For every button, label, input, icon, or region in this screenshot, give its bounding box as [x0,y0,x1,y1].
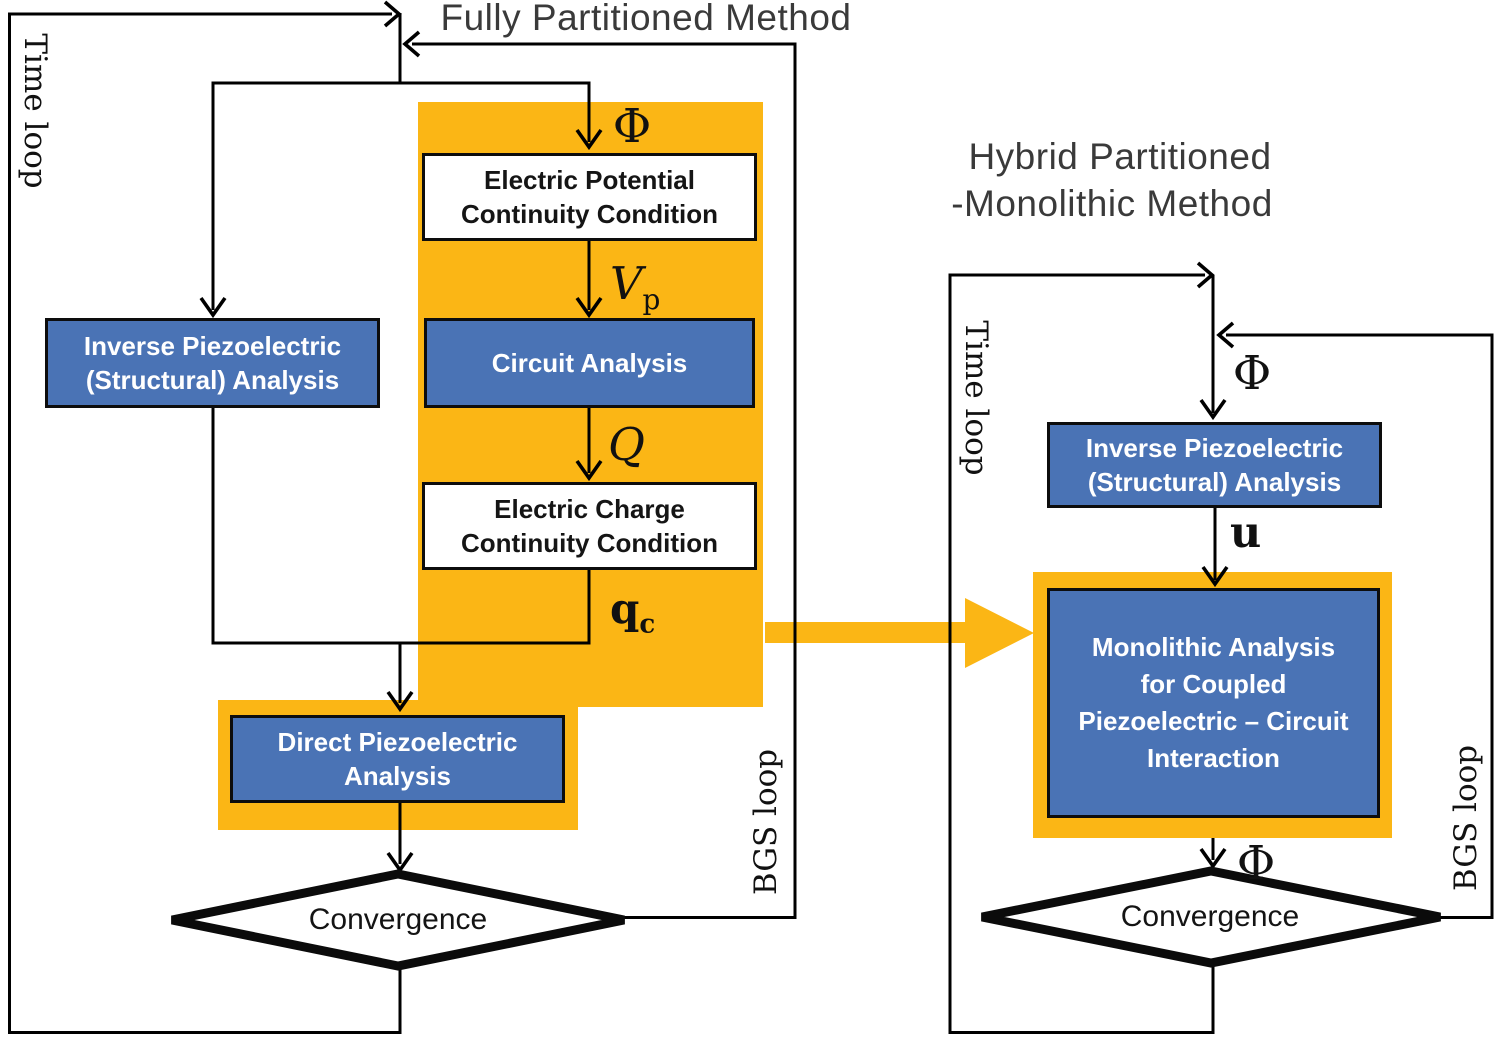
direct-piezoelectric-line1: Direct Piezoelectric [277,726,518,757]
vp-symbol: Vp [610,261,660,313]
circuit-analysis-box: Circuit Analysis [424,318,755,408]
u-symbol: u [1230,508,1262,558]
right-bgs-loop-path [1226,333,1494,919]
right-inverse-piezoelectric-box: Inverse Piezoelectric (Structural) Analy… [1047,422,1382,508]
right-flow-lines [948,273,1494,1034]
right-bgs-loop-label: BGS loop [1448,744,1484,892]
qc-main: q [610,584,640,633]
arrowhead-down-icon [1199,398,1227,421]
arrowhead-right-icon [383,0,402,28]
arrowhead-down-icon [575,459,603,482]
left-time-loop-path [8,12,402,1034]
electric-potential-line1: Electric Potential [484,164,695,195]
arrowhead-down-icon [199,296,227,319]
right-time-loop-label: Time loop [958,320,994,476]
vp-subscript: p [642,283,661,316]
phi-symbol-right-top: Φ [1232,346,1272,401]
direct-piezoelectric-box: Direct Piezoelectric Analysis [230,715,565,803]
phi-symbol-right-bottom: Φ [1236,836,1276,891]
right-arrowheads [1196,261,1235,870]
qc-symbol: qc [610,588,655,638]
electric-charge-line2: Continuity Condition [460,528,719,558]
electric-charge-line1: Electric Charge [494,493,685,524]
left-bgs-loop-path [412,42,797,919]
left-inverse-line2: (Structural) Analysis [85,365,340,395]
monolithic-line2: for Coupled [1140,669,1287,700]
right-inverse-line1: Inverse Piezoelectric [1085,432,1344,463]
vp-main: V [610,257,643,310]
left-inverse-piezoelectric-box: Inverse Piezoelectric (Structural) Analy… [45,318,380,408]
monolithic-line4: Interaction [1147,742,1280,773]
arrowhead-left-icon [402,30,421,58]
monolithic-analysis-box: Monolithic Analysis for Coupled Piezoele… [1047,588,1380,818]
electric-potential-box: Electric Potential Continuity Condition [422,153,757,241]
q-symbol: Q [608,418,645,471]
phi-symbol-left: Φ [612,99,652,154]
qc-subscript: c [639,609,656,640]
circuit-analysis-label: Circuit Analysis [491,347,688,378]
monolithic-line1: Monolithic Analysis [1091,632,1336,663]
arrowhead-right-icon [1196,261,1215,289]
arrowhead-left-icon [1216,321,1235,349]
right-time-loop-path [948,273,1215,1034]
left-time-loop-label: Time loop [17,33,53,189]
right-diagram-title-line2: -Monolithic Method [951,183,1273,224]
right-convergence-diamond [981,866,1441,968]
left-diagram-title: Fully Partitioned Method [440,0,852,38]
left-inverse-line1: Inverse Piezoelectric [83,330,342,361]
arrowhead-down-icon [575,128,603,151]
left-bgs-loop-label: BGS loop [748,748,784,896]
right-diagram-title-line1: Hybrid Partitioned [968,136,1272,177]
arrowhead-down-icon [1199,847,1227,870]
left-merge-line [211,408,591,645]
left-convergence-label: Convergence [308,903,488,936]
big-transition-arrow-icon [765,598,1034,668]
right-inverse-line2: (Structural) Analysis [1087,467,1342,497]
electric-charge-box: Electric Charge Continuity Condition [422,482,757,570]
arrowhead-down-icon [575,296,603,319]
left-convergence-diamond [171,869,625,971]
left-arrowheads [199,0,603,874]
direct-piezoelectric-line2: Analysis [344,761,451,791]
right-convergence-label: Convergence [1120,900,1300,933]
monolithic-line3: Piezoelectric – Circuit [1078,706,1349,736]
left-branch-line [211,81,591,310]
arrowhead-down-icon [1201,565,1229,588]
arrowhead-down-icon [386,690,414,713]
left-flow-lines [8,12,797,1034]
electric-potential-line2: Continuity Condition [460,199,719,229]
